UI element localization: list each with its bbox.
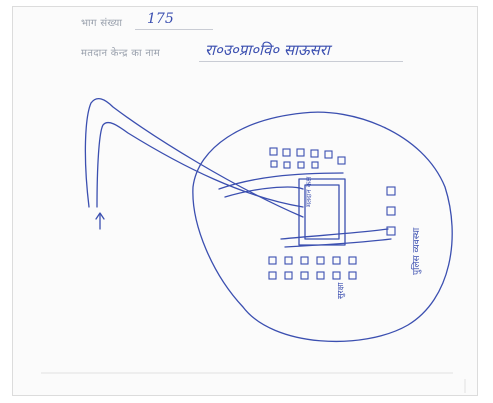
part-number-value: 175 (147, 11, 174, 27)
arrow-head (95, 212, 105, 220)
polling-station-label: मतदान केन्द्र का नाम (81, 48, 161, 59)
polling-booth-outline (298, 178, 346, 246)
part-number-label: भाग संख्या (81, 18, 123, 29)
path-line-4 (284, 238, 392, 248)
polling-station-sketch (41, 97, 466, 393)
bottom-cluster-label: सुरक्षा (336, 282, 345, 300)
part-number-underline (135, 29, 213, 30)
right-side-label: पुलिस व्यवस्था (412, 227, 422, 275)
polling-station-value: रा०उ०प्रा०वि० साऊसरा (205, 41, 330, 59)
booth-inner-text: मतदान कक्ष (305, 176, 313, 207)
polling-station-underline (199, 61, 403, 62)
premises-boundary (192, 111, 453, 343)
road-inner-edge (96, 121, 304, 208)
path-line-1 (218, 172, 344, 190)
path-line-3 (280, 228, 389, 240)
polling-booth-inner (304, 184, 340, 240)
document-page: भाग संख्या 175 मतदान केन्द्र का नाम रा०उ… (12, 6, 478, 396)
road-outer-edge (84, 97, 304, 218)
